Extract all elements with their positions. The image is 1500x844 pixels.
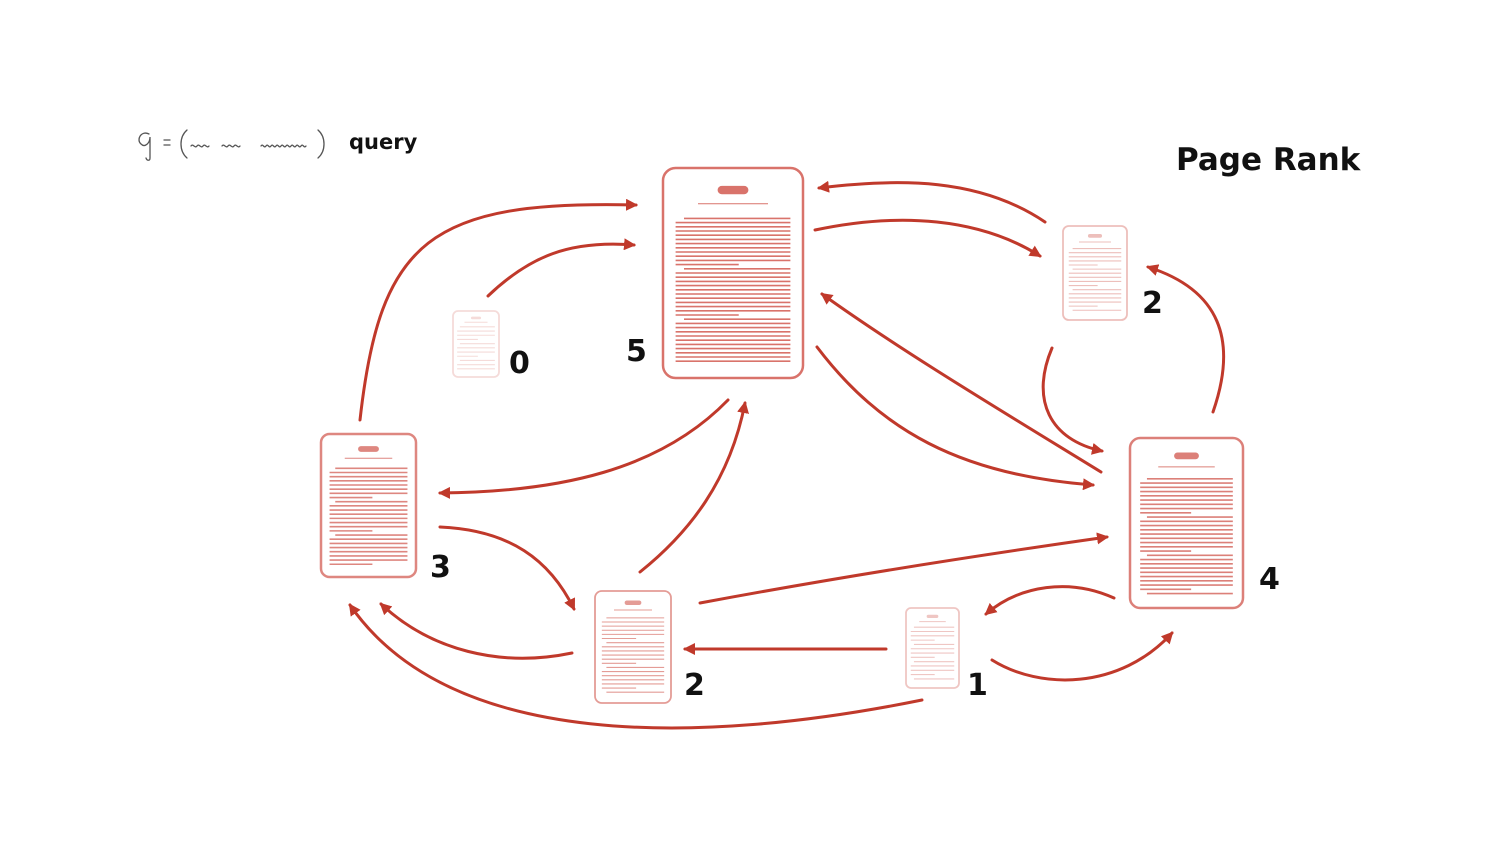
arrow-2-to-4 [698,532,1109,605]
document-bottom-mid [594,590,672,704]
document-left [319,432,418,579]
arrow-0-to-5 [486,238,636,298]
page-title: Page Rank [1176,142,1361,178]
rank-label-bottom-mid: 2 [684,668,705,703]
document-left-small [452,310,500,378]
arrow-3-to-5 [358,198,638,422]
arrow-4-to-1 [984,585,1116,616]
rank-label-top: 5 [626,334,647,369]
arrow-1-to-4 [990,631,1174,682]
arrow-4-to-5 [820,292,1103,474]
arrow-2-to-3 [379,602,574,660]
arrow-top-right-to-5 [817,180,1047,224]
documents [319,166,1245,704]
rank-label-left-small: 0 [509,346,530,381]
document-right [1128,436,1245,610]
query-term-2 [221,144,241,148]
query-equals-sign [163,139,171,146]
query-vector [138,129,325,161]
arrow-5-to-top-right [813,218,1042,258]
rank-label-top-right: 2 [1142,286,1163,321]
arrow-2-to-5 [638,401,749,574]
query-symbol-q [138,132,151,161]
rank-label-right: 4 [1259,562,1280,597]
arrow-4-to-top-right [1146,264,1226,414]
query-term-3 [260,144,307,148]
query-term-1 [190,144,210,148]
arrow-5-to-3 [438,398,730,499]
arrow-top-right-to-4 [1041,346,1104,455]
document-top-right [1062,225,1128,321]
arrow-1-to-3 [348,603,924,730]
link-arrows [348,180,1226,730]
document-bottom-right-small [905,607,960,689]
query-label: query [349,130,418,154]
arrow-5-to-4 [815,345,1095,491]
arrow-3-to-2 [438,525,576,611]
query-open-paren [180,129,188,159]
document-top [661,166,805,380]
query-close-paren [317,129,325,159]
rank-label-bottom-right-small: 1 [967,668,988,703]
rank-label-left: 3 [430,550,451,585]
